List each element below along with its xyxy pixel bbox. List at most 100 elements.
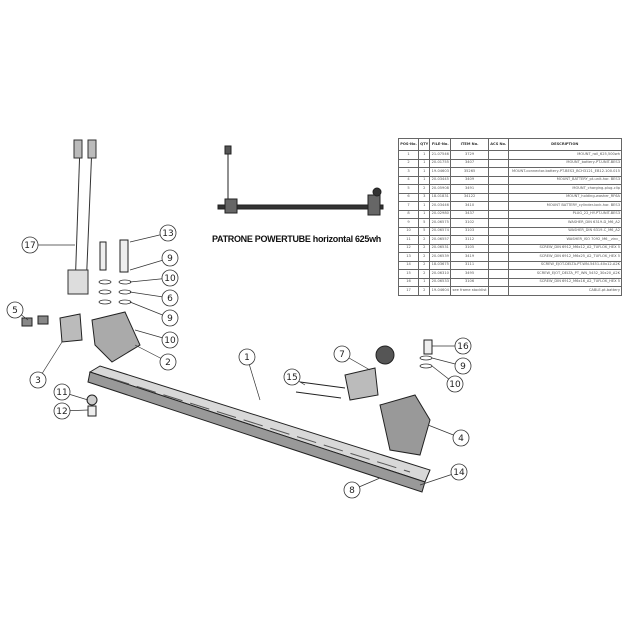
callout-4: 4 — [427, 424, 470, 447]
table-cell — [488, 167, 509, 177]
table-cell: 13 — [397, 252, 420, 262]
table-cell: 2 — [418, 286, 431, 296]
table-cell: 2 — [418, 235, 431, 245]
powertube-thumbnail — [217, 145, 384, 216]
mount-parts — [21, 239, 433, 456]
table-cell — [488, 252, 509, 262]
table-cell: 12 — [397, 243, 420, 253]
table-cell: MOUNT_rail_625,500wh — [507, 150, 623, 160]
callout-circle — [161, 309, 179, 327]
callout-circle — [452, 429, 470, 447]
callout-number: 13 — [162, 229, 173, 239]
table-cell: 4 — [397, 175, 420, 185]
table-cell — [488, 192, 509, 202]
table-cell: 3 — [397, 167, 420, 177]
table-cell: 2 — [397, 158, 420, 168]
table-cell: 18-03675 — [429, 260, 452, 270]
table-cell: 3437 — [450, 209, 489, 219]
table-cell: 20-06531 — [429, 243, 452, 253]
column-header: QTY — [418, 138, 431, 151]
table-cell: 1 — [418, 167, 431, 177]
callout-circle — [343, 481, 361, 499]
callout-circle — [159, 224, 177, 242]
table-cell: 1 — [418, 277, 431, 287]
callout-circle — [29, 371, 47, 389]
callout-circle — [454, 357, 472, 375]
table-cell: 3491 — [450, 184, 489, 194]
callout-number: 4 — [458, 434, 464, 444]
table-cell: 2 — [418, 252, 431, 262]
table-cell: WASHER_DIN 6319-C_M6_A2 — [507, 226, 623, 236]
table-cell: 20-06533 — [429, 277, 452, 287]
table-cell: 15 — [397, 269, 420, 279]
table-cell: 8 — [397, 209, 420, 219]
table-cell: 7 — [397, 201, 420, 211]
table-cell — [488, 235, 509, 245]
callout-number: 5 — [12, 306, 18, 316]
table-cell — [488, 201, 509, 211]
callout-number: 7 — [339, 350, 345, 360]
table-cell: 2 — [418, 260, 431, 270]
table-cell: 3105 — [450, 243, 489, 253]
table-cell — [488, 269, 509, 279]
column-header: DESCRIPTION — [507, 138, 623, 151]
table-cell: 5 — [418, 226, 431, 236]
table-cell: see frame stocklist — [450, 286, 489, 296]
callout-14: 14 — [419, 463, 468, 486]
callout-13: 13 — [129, 224, 177, 243]
table-cell: SCREW_DIN 6912_M6x25_A2_TUFLOK_HEX 5 — [507, 252, 623, 262]
table-cell: 1 — [418, 150, 431, 160]
column-header: FILE-No. — [429, 138, 452, 151]
callout-circle — [161, 331, 179, 349]
table-cell: 1 — [418, 158, 431, 168]
callout-circle — [21, 236, 39, 254]
callout-9: 9 — [129, 301, 179, 327]
callout-circle — [450, 463, 468, 481]
table-cell: 20-06557 — [429, 235, 452, 245]
table-cell — [488, 175, 509, 185]
table-cell — [488, 260, 509, 270]
callout-circle — [53, 383, 71, 401]
callout-number: 2 — [165, 358, 171, 368]
table-cell: 3106 — [450, 277, 489, 287]
callout-number: 8 — [349, 486, 355, 496]
callout-number: 14 — [453, 468, 465, 478]
table-cell: 3729 — [450, 150, 489, 160]
table-cell: 14 — [397, 260, 420, 270]
callout-15: 15 — [283, 368, 306, 386]
table-cell: 2 — [418, 184, 431, 194]
table-cell — [488, 243, 509, 253]
table-cell: WASHER_ISO 7092_M6__zinc_ — [507, 235, 623, 245]
callout-6: 6 — [129, 289, 179, 307]
callout-number: 10 — [449, 380, 461, 390]
table-cell — [488, 150, 509, 160]
table-cell: 3111 — [450, 260, 489, 270]
callout-number: 3 — [35, 376, 41, 386]
washers — [98, 279, 433, 369]
table-cell: 20-03446 — [429, 201, 452, 211]
table-cell — [488, 226, 509, 236]
table-cell: 1 — [418, 175, 431, 185]
table-cell: 10 — [397, 226, 420, 236]
callout-10: 10 — [129, 269, 179, 287]
table-cell: 35265 — [450, 167, 489, 177]
callout-number: 9 — [460, 362, 466, 372]
table-cell: 19-04603 — [429, 167, 452, 177]
table-cell: MOUNT_BATTERY_pt-unit-hor. BES3 — [507, 175, 623, 185]
callout-9: 9 — [129, 249, 179, 271]
table-cell: 19-04604 — [429, 286, 452, 296]
table-cell: 3407 — [450, 158, 489, 168]
table-cell: 9 — [397, 218, 420, 228]
table-cell: 18-01831 — [429, 192, 452, 202]
callout-16: 16 — [432, 337, 472, 355]
